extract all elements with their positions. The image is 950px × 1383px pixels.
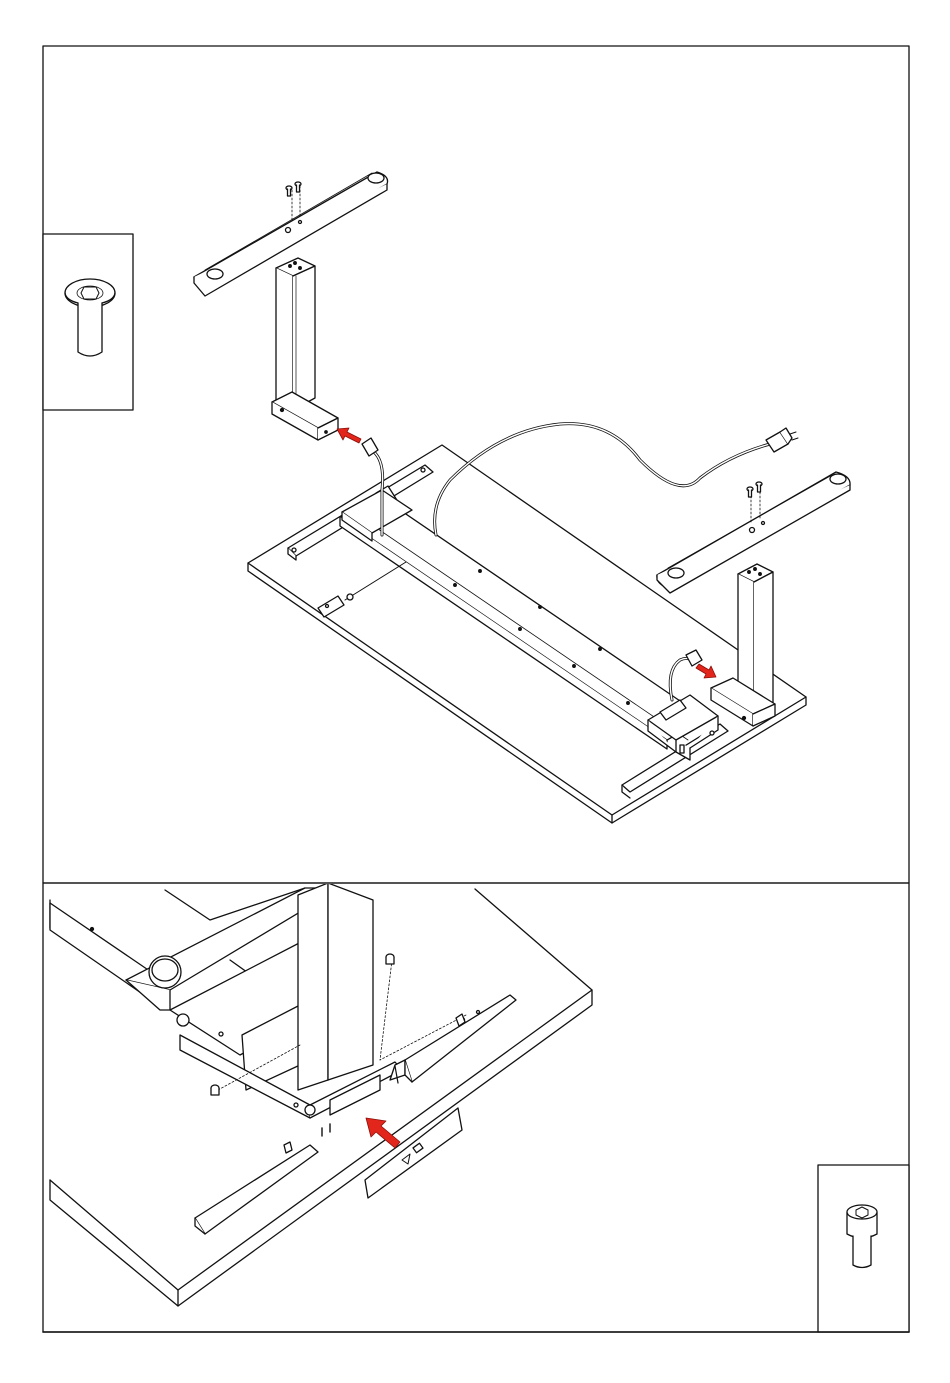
leg-column-left (194, 172, 388, 440)
screw-icon (286, 182, 301, 196)
screw-icon (211, 1085, 219, 1095)
panel-2 (50, 883, 592, 1306)
screw-icon (386, 954, 394, 964)
panel-1 (194, 172, 850, 823)
screw-icon (747, 482, 762, 497)
leg-column-closeup (298, 883, 373, 1090)
power-plug-icon (766, 428, 798, 452)
callout-cap-screw (818, 1165, 909, 1332)
leg-screws-right (747, 482, 762, 524)
direction-arrow-left-box (337, 428, 361, 443)
panel-1-frame (43, 46, 909, 883)
callout-countersunk-screw (43, 234, 133, 410)
